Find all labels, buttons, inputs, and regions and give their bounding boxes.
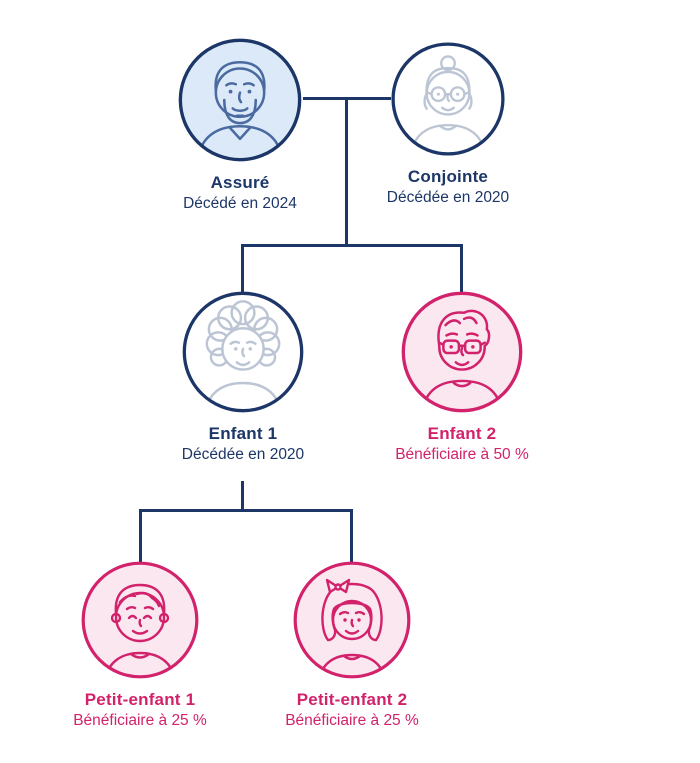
connector-grandchildren [139, 509, 353, 512]
connector-enfant2-up [460, 244, 463, 292]
connector-couple [303, 97, 391, 100]
connector-petit-enfant1-up [139, 509, 142, 562]
node-label: Enfant 2 [427, 424, 497, 443]
node-sublabel: Bénéficiaire à 50 % [395, 446, 529, 464]
node-sublabel: Décédée en 2020 [181, 446, 305, 464]
node-label: Assuré [210, 173, 270, 192]
node-sublabel: Décédée en 2020 [386, 189, 510, 207]
node-assure: Assuré Décédé en 2024 [130, 37, 350, 215]
connector-couple-down [345, 99, 348, 247]
node-sublabel: Décédé en 2024 [183, 195, 297, 213]
conjointe-avatar-icon [391, 42, 505, 156]
node-petit-enfant1: Petit-enfant 1 Bénéficiaire à 25 % [30, 560, 250, 732]
node-petit-enfant2: Petit-enfant 2 Bénéficiaire à 25 % [242, 560, 462, 732]
node-enfant2: Enfant 2 Bénéficiaire à 50 % [352, 290, 572, 466]
enfant2-avatar-icon [401, 291, 523, 413]
assure-avatar-icon [178, 38, 302, 162]
node-conjointe: Conjointe Décédée en 2020 [338, 41, 558, 209]
connector-enfant1-up [241, 244, 244, 292]
petit-enfant1-avatar-icon [81, 561, 199, 679]
node-sublabel: Bénéficiaire à 25 % [285, 712, 419, 730]
enfant1-avatar-icon [182, 291, 304, 413]
petit-enfant2-avatar-icon [293, 561, 411, 679]
node-sublabel: Bénéficiaire à 25 % [73, 712, 207, 730]
connector-petit-enfant2-up [350, 509, 353, 562]
node-label: Petit-enfant 1 [84, 690, 196, 709]
node-label: Petit-enfant 2 [296, 690, 408, 709]
node-label: Conjointe [407, 167, 489, 186]
connector-children [241, 244, 463, 247]
node-enfant1: Enfant 1 Décédée en 2020 [133, 290, 353, 466]
connector-enfant1-down [241, 481, 244, 512]
node-label: Enfant 1 [208, 424, 278, 443]
